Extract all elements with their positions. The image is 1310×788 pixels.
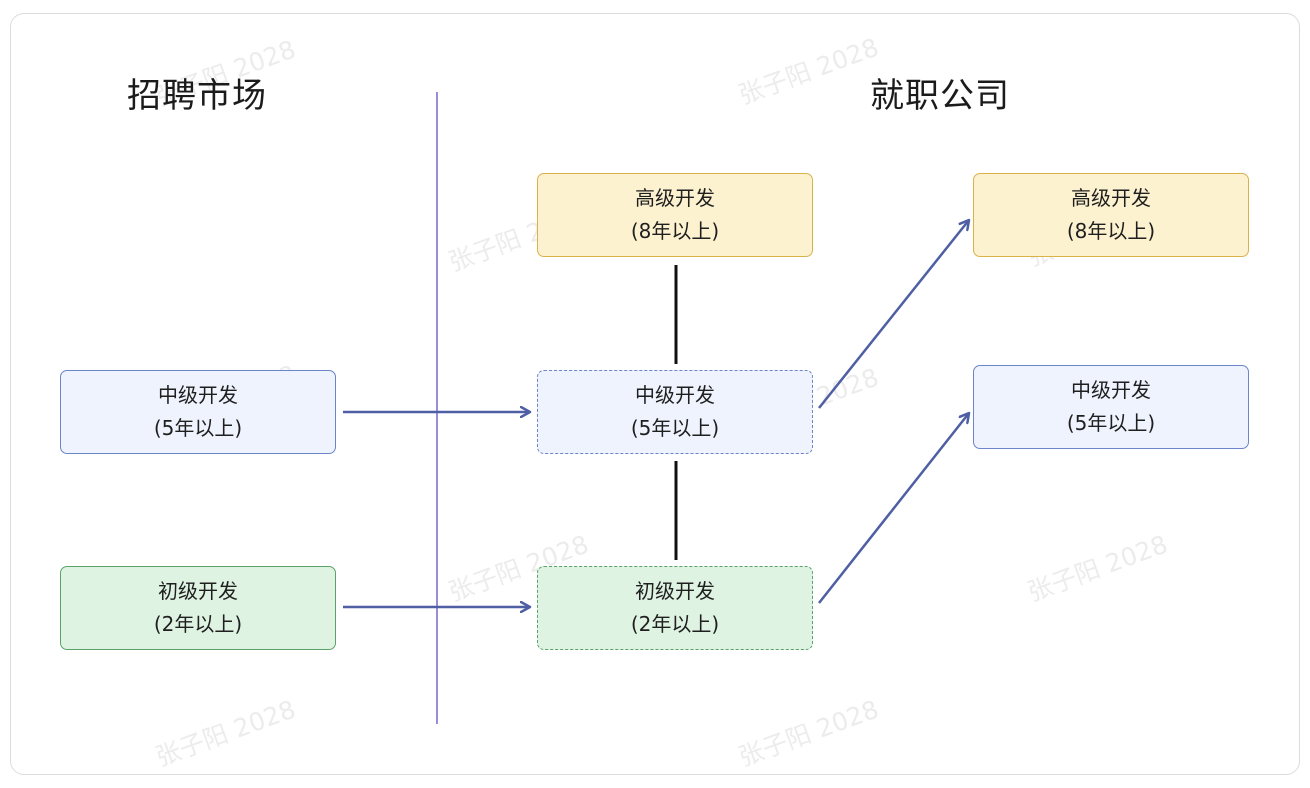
node-subtitle: (8年以上) — [1066, 219, 1156, 243]
node-subtitle: (2年以上) — [630, 612, 720, 636]
arrow-ladder-mid-to-company-senior — [818, 220, 969, 409]
ladder-junior-developer-node: 初级开发 (2年以上) — [537, 566, 813, 650]
node-title: 中级开发 — [635, 383, 715, 407]
node-title: 高级开发 — [1071, 186, 1151, 210]
ladder-senior-developer-node: 高级开发 (8年以上) — [537, 173, 813, 257]
node-title: 初级开发 — [635, 579, 715, 603]
node-title: 中级开发 — [158, 383, 238, 407]
ladder-mid-developer-node: 中级开发 (5年以上) — [537, 370, 813, 454]
company-mid-developer-node: 中级开发 (5年以上) — [973, 365, 1249, 449]
company-senior-developer-node: 高级开发 (8年以上) — [973, 173, 1249, 257]
node-title: 中级开发 — [1071, 378, 1151, 402]
node-subtitle: (8年以上) — [630, 219, 720, 243]
heading-recruitment-market: 招聘市场 — [127, 76, 267, 116]
node-subtitle: (5年以上) — [153, 416, 243, 440]
node-title: 高级开发 — [635, 186, 715, 210]
node-subtitle: (5年以上) — [630, 416, 720, 440]
node-subtitle: (2年以上) — [153, 612, 243, 636]
market-mid-developer-node: 中级开发 (5年以上) — [60, 370, 336, 454]
node-subtitle: (5年以上) — [1066, 411, 1156, 435]
arrow-ladder-junior-to-company-mid — [818, 413, 969, 604]
market-junior-developer-node: 初级开发 (2年以上) — [60, 566, 336, 650]
heading-employer-company: 就职公司 — [870, 76, 1010, 116]
node-title: 初级开发 — [158, 579, 238, 603]
